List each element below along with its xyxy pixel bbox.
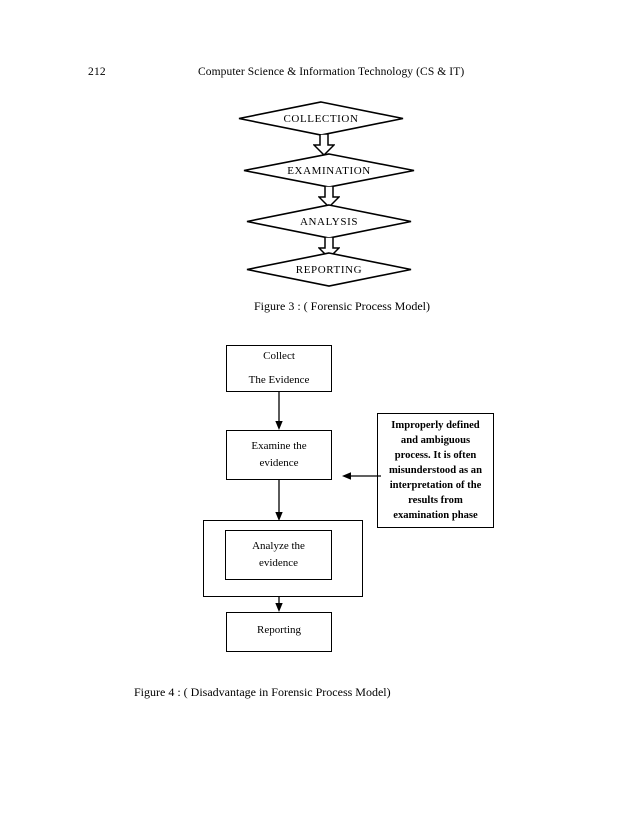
figure4-box-examine: Examine the evidence bbox=[226, 430, 332, 480]
figure4-box-analyze-line1: Analyze the bbox=[252, 539, 305, 552]
figure3-caption: Figure 3 : ( Forensic Process Model) bbox=[254, 299, 430, 313]
figure4-caption: Figure 4 : ( Disadvantage in Forensic Pr… bbox=[134, 685, 391, 699]
figure4-box-reporting-line1: Reporting bbox=[257, 624, 301, 636]
figure3-arrow-2 bbox=[318, 186, 340, 208]
figure3-node-reporting-label: REPORTING bbox=[295, 263, 363, 276]
figure3-node-analysis-label: ANALYSIS bbox=[299, 215, 359, 228]
figure4-box-analyze: Analyze the evidence bbox=[225, 530, 332, 580]
figure3-arrow-1 bbox=[313, 134, 335, 156]
figure4-box-reporting: Reporting bbox=[226, 612, 332, 652]
figure4-box-examine-line2: evidence bbox=[259, 457, 299, 469]
figure4-box-collect-line2: The Evidence bbox=[248, 373, 310, 386]
figure3-node-analysis: ANALYSIS bbox=[246, 204, 412, 239]
figure4-box-collect: Collect The Evidence bbox=[226, 345, 332, 392]
figure3-node-collection: COLLECTION bbox=[238, 101, 404, 136]
figure3-node-examination-label: EXAMINATION bbox=[287, 164, 371, 177]
figure4-box-analyze-line2: evidence bbox=[258, 557, 299, 569]
figure4-connector-analyze-reporting bbox=[273, 597, 285, 612]
figure4-connector-collect-examine bbox=[273, 392, 285, 430]
figure4-box-collect-line1: Collect bbox=[263, 350, 295, 363]
figure3-node-examination: EXAMINATION bbox=[243, 153, 415, 188]
figure4-note-text: Improperly defined and ambiguous process… bbox=[388, 419, 482, 522]
figure3-node-collection-label: COLLECTION bbox=[283, 112, 359, 125]
page-number: 212 bbox=[88, 66, 106, 78]
figure4-connector-examine-analyze bbox=[273, 480, 285, 521]
figure4-connector-note-examine bbox=[341, 470, 381, 482]
figure4-note-box: Improperly defined and ambiguous process… bbox=[377, 413, 494, 528]
figure4-box-examine-line1: Examine the bbox=[251, 439, 307, 452]
running-head: Computer Science & Information Technolog… bbox=[198, 66, 465, 78]
figure3-node-reporting: REPORTING bbox=[246, 252, 412, 287]
figure3-arrow-3 bbox=[318, 237, 340, 259]
